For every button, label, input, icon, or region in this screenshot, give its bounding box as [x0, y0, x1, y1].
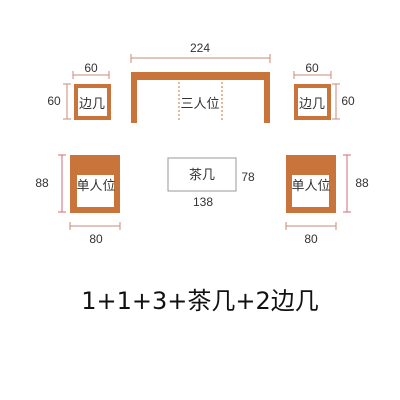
three-seat-sofa: 224 三人位	[130, 41, 271, 123]
single-seat-left: 88 单人位 80	[35, 154, 121, 246]
side-table-left: 60 60 边几	[47, 61, 111, 120]
side-table-right: 60 60 边几	[293, 61, 355, 120]
single-right-depth-label: 88	[355, 176, 369, 190]
layout-caption: 1+1+3+茶几+2边几	[81, 287, 319, 315]
coffee-table-width-label: 138	[193, 195, 213, 209]
coffee-table-depth-label: 78	[241, 170, 255, 184]
side-right-top	[298, 88, 327, 116]
side-right-label: 边几	[299, 97, 325, 112]
single-right-seat	[292, 175, 329, 207]
single-right-width-label: 80	[304, 232, 318, 246]
coffee-table: 茶几 78 138	[167, 157, 255, 209]
side-left-width-label: 60	[84, 61, 98, 75]
single-left-seat	[77, 175, 114, 207]
sofa-width-label: 224	[190, 41, 210, 55]
coffee-table-label: 茶几	[189, 167, 215, 183]
coffee-table-top	[167, 157, 237, 192]
single-seat-right: 88 单人位 80	[285, 154, 369, 246]
side-left-top	[78, 88, 107, 116]
sofa-seat	[137, 80, 264, 123]
single-left-depth-label: 88	[35, 176, 49, 190]
single-left-width-label: 80	[89, 232, 103, 246]
single-right-label: 单人位	[291, 179, 330, 194]
single-left-label: 单人位	[76, 179, 115, 194]
side-left-depth-label: 60	[47, 94, 61, 108]
sofa-label: 三人位	[180, 97, 219, 112]
side-left-label: 边几	[79, 97, 105, 112]
side-right-width-label: 60	[305, 61, 319, 75]
side-right-depth-label: 60	[341, 94, 355, 108]
